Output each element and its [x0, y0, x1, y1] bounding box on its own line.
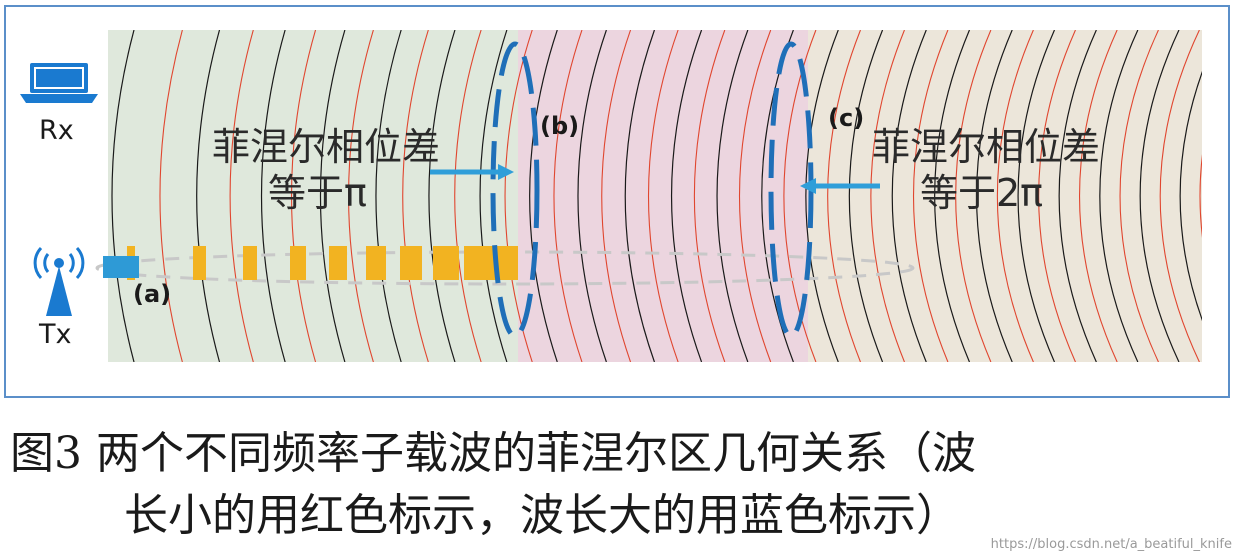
wavefront-black	[577, 30, 607, 362]
wavefront-lines	[111, 30, 1202, 362]
zone-a-marker	[103, 256, 139, 278]
antenna-tower-icon	[33, 246, 85, 316]
wavefront-black	[891, 30, 927, 362]
wavefront-black	[805, 30, 839, 362]
fresnel-zone-diagram: Rx Tx (a) (b) (c) 菲涅尔相位差 等于π 菲涅尔相位差 等于2π	[20, 30, 1202, 362]
wavefront-black	[319, 30, 346, 362]
wavefront-red	[291, 30, 317, 362]
wavefront-red	[159, 30, 183, 362]
wavefront-red	[601, 30, 632, 362]
wavefront-black	[848, 30, 884, 362]
wavefront-red	[1038, 30, 1076, 362]
zone-c-label: (c)	[828, 104, 864, 132]
laptop-icon	[20, 63, 98, 103]
figure-caption-line2: 长小的用红色标示，波长大的用蓝色标示）	[124, 490, 960, 541]
wavefront-red	[1079, 30, 1118, 362]
tx-label: Tx	[38, 319, 71, 350]
fresnel-bar	[127, 246, 518, 280]
wavefront-black	[976, 30, 1013, 362]
wavefront-black	[1017, 30, 1056, 362]
wavefront-black	[1179, 71, 1202, 321]
annotation-b-line1: 菲涅尔相位差	[212, 125, 440, 169]
ellipse-b	[490, 41, 540, 339]
wavefront-black	[1099, 30, 1139, 362]
wavefront-red	[913, 30, 949, 362]
wavefront-red	[648, 30, 679, 362]
wavefront-red	[1159, 30, 1200, 362]
wavefront-red	[454, 30, 482, 362]
annotation-c-line1: 菲涅尔相位差	[872, 125, 1100, 169]
wavefront-red	[827, 30, 861, 362]
wavefront-black	[1058, 30, 1097, 362]
wavefront-red	[870, 30, 905, 362]
wavefront-black	[196, 30, 221, 362]
wavefront-black	[624, 30, 656, 362]
wavefront-red	[996, 30, 1034, 362]
wavefront-black	[716, 30, 749, 362]
wavefront-black	[934, 30, 971, 362]
wavefront-red	[955, 30, 992, 362]
zone-a-label: (a)	[133, 280, 171, 308]
wavefront-red	[1119, 30, 1159, 362]
zone-c-background	[808, 30, 1202, 362]
wavefront-black	[529, 30, 558, 362]
watermark: https://blog.csdn.net/a_beatiful_knife	[990, 537, 1232, 552]
wavefront-black	[260, 30, 286, 362]
arrow-b	[430, 164, 514, 180]
wavefront-red	[739, 30, 772, 362]
arrow-c	[800, 178, 880, 194]
zone-a-background	[108, 30, 518, 362]
wavefront-red	[402, 30, 429, 362]
annotation-c-line2: 等于2π	[920, 171, 1043, 215]
wavefront-black	[479, 30, 508, 362]
wavefront-black	[428, 30, 456, 362]
wavefront-red	[229, 30, 254, 362]
wavefront-red	[693, 30, 726, 362]
wavefront-black	[671, 30, 703, 362]
zone-b-label: (b)	[540, 112, 579, 140]
diagram-frame	[4, 5, 1230, 398]
rx-label: Rx	[39, 115, 74, 146]
annotation-b-line2: 等于π	[268, 171, 367, 215]
wavefront-black	[111, 30, 135, 362]
wavefront-red	[1199, 154, 1202, 238]
wavefront-black	[1139, 30, 1180, 362]
figure-caption-line1: 图3 两个不同频率子载波的菲涅尔区几何关系（波	[10, 428, 976, 479]
wavefront-red	[553, 30, 583, 362]
wavefront-black	[375, 30, 402, 362]
wavefront-red	[348, 30, 374, 362]
wavefront-red	[504, 30, 533, 362]
